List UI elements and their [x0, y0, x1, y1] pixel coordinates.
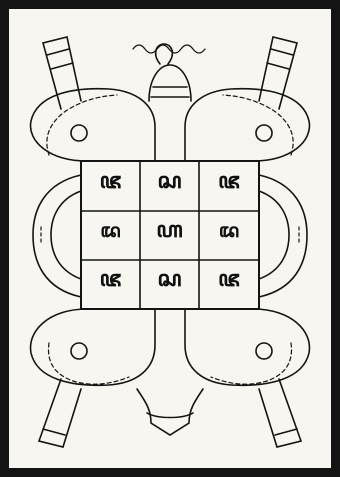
grid-cell-4: ꦢ	[81, 211, 140, 260]
script-right-arc	[223, 95, 293, 155]
turtle-neck	[149, 65, 191, 101]
script-bottom-left	[49, 343, 130, 384]
grid-cell-1: ꦗ	[81, 161, 140, 211]
circle-bottom-right	[256, 343, 272, 359]
circle-top-left	[71, 125, 87, 141]
grid-cell-5: ꦲ	[140, 211, 199, 260]
grid-cell-9: ꦗ	[199, 260, 259, 309]
lobe-top-right	[185, 89, 309, 161]
lobe-right	[259, 175, 307, 297]
back-right-flipper	[259, 379, 301, 447]
back-left-flipper	[39, 379, 81, 447]
grid-cell-2: ꦱ	[140, 161, 199, 211]
grid-cell-7: ꦗ	[81, 260, 140, 309]
circle-top-right	[256, 125, 272, 141]
lobe-top-left	[31, 89, 155, 161]
script-bottom-right	[211, 343, 292, 384]
grid-cell-3: ꦗ	[199, 161, 259, 211]
lobe-bottom-right	[185, 309, 309, 385]
lobe-bottom-left	[31, 309, 155, 385]
turtle-tail	[137, 389, 203, 435]
circle-bottom-left	[71, 343, 87, 359]
grid-cell-8: ꦱ	[140, 260, 199, 309]
grid-cell-6: ꦢ	[199, 211, 259, 260]
lobe-left	[33, 175, 81, 297]
